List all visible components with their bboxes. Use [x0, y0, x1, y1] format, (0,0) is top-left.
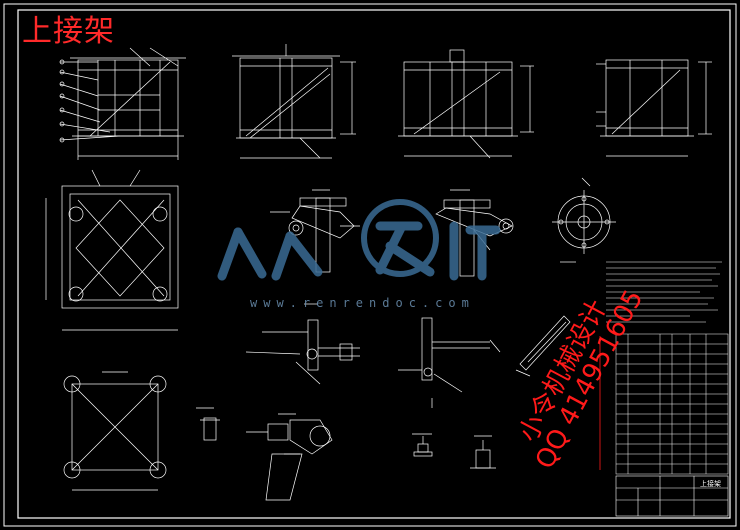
- parts-list-table: [615, 333, 729, 475]
- side-elevation-view: [232, 44, 356, 159]
- flange-section-view: [552, 177, 616, 263]
- end-elevation-view: [596, 59, 712, 157]
- inclined-member-detail: [515, 315, 571, 377]
- plan-view: [45, 169, 179, 331]
- technical-notes: [606, 261, 722, 323]
- rear-elevation-view: [398, 49, 534, 159]
- brace-detail-view: [245, 303, 360, 385]
- title-block: [615, 475, 729, 517]
- joint-detail-left: [270, 189, 360, 273]
- small-bolt-detail: [412, 433, 433, 457]
- lug-plate-detail: [196, 407, 220, 441]
- watermark-url: www.renrendoc.com: [250, 296, 475, 310]
- watermark-logo: [217, 199, 501, 281]
- pin-detail: [470, 435, 496, 469]
- drawing-title: 上接架: [22, 14, 115, 49]
- front-elevation-view: [59, 47, 186, 160]
- title-block-name: 上接架: [700, 480, 721, 488]
- base-plan-view: [63, 371, 167, 491]
- outer-border: [3, 3, 737, 527]
- bracket-detail: [246, 413, 333, 501]
- tee-joint-view: [398, 317, 501, 408]
- inner-border: [17, 9, 731, 519]
